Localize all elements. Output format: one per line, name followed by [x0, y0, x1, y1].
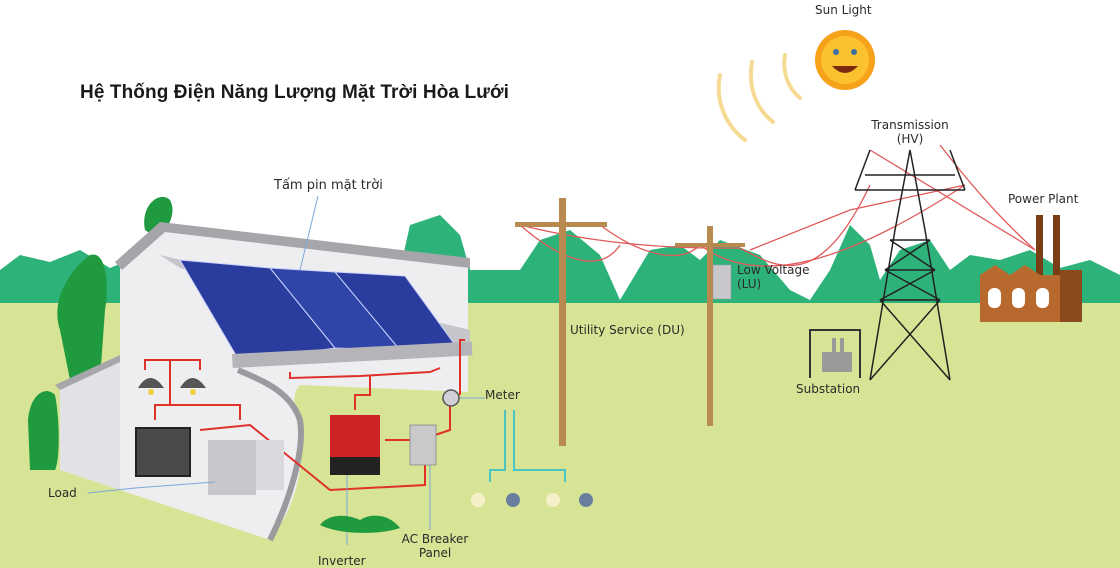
label-sun-light: Sun Light: [815, 3, 872, 17]
tree-front: [28, 391, 59, 470]
lamp-icons: [138, 378, 206, 395]
label-solar-panel: Tấm pin mặt trời: [274, 178, 383, 193]
label-transmission: Transmission (HV): [860, 118, 960, 146]
tree-left: [57, 254, 107, 380]
label-inverter: Inverter: [318, 554, 366, 568]
tv: [135, 427, 191, 477]
bush: [320, 515, 400, 533]
meter-connections: [489, 410, 566, 482]
label-transmission-line2: (HV): [896, 132, 924, 146]
solar-panels: [179, 259, 456, 363]
label-low-voltage: Low Voltage (LU): [737, 263, 809, 291]
page-title: Hệ Thống Điện Năng Lượng Mặt Trời Hòa Lư…: [80, 82, 510, 103]
label-meter: Meter: [485, 388, 520, 402]
dc-wiring: [144, 339, 465, 492]
substation: [809, 329, 861, 378]
label-low-voltage-line2: (LU): [737, 277, 762, 291]
label-ac-breaker-line1: AC Breaker: [401, 532, 469, 546]
label-ac-breaker-panel: AC Breaker Panel: [390, 532, 480, 560]
utility-pole-1: [515, 198, 607, 446]
power-plant: [980, 215, 1082, 322]
net-meter-icons: [471, 493, 593, 507]
label-substation: Substation: [796, 382, 861, 396]
label-utility-service: Utility Service (DU): [570, 323, 685, 337]
sun-icon: [815, 30, 875, 90]
panel-rail: [232, 341, 473, 368]
sun-rays: [716, 53, 802, 142]
meter-icon: [442, 389, 460, 407]
label-load: Load: [48, 486, 77, 500]
transformer: [712, 264, 732, 300]
inverter: [330, 415, 380, 475]
leader-lines: [87, 195, 485, 545]
label-transmission-line1: Transmission: [871, 118, 949, 132]
appliances: [208, 440, 284, 495]
utility-pole-2: [675, 226, 745, 426]
transmission-tower: [854, 149, 966, 381]
label-low-voltage-line1: Low Voltage: [737, 263, 810, 277]
label-ac-breaker-line2: Panel: [418, 546, 452, 560]
ac-breaker-panel: [409, 424, 437, 466]
label-power-plant: Power Plant: [1008, 192, 1079, 206]
